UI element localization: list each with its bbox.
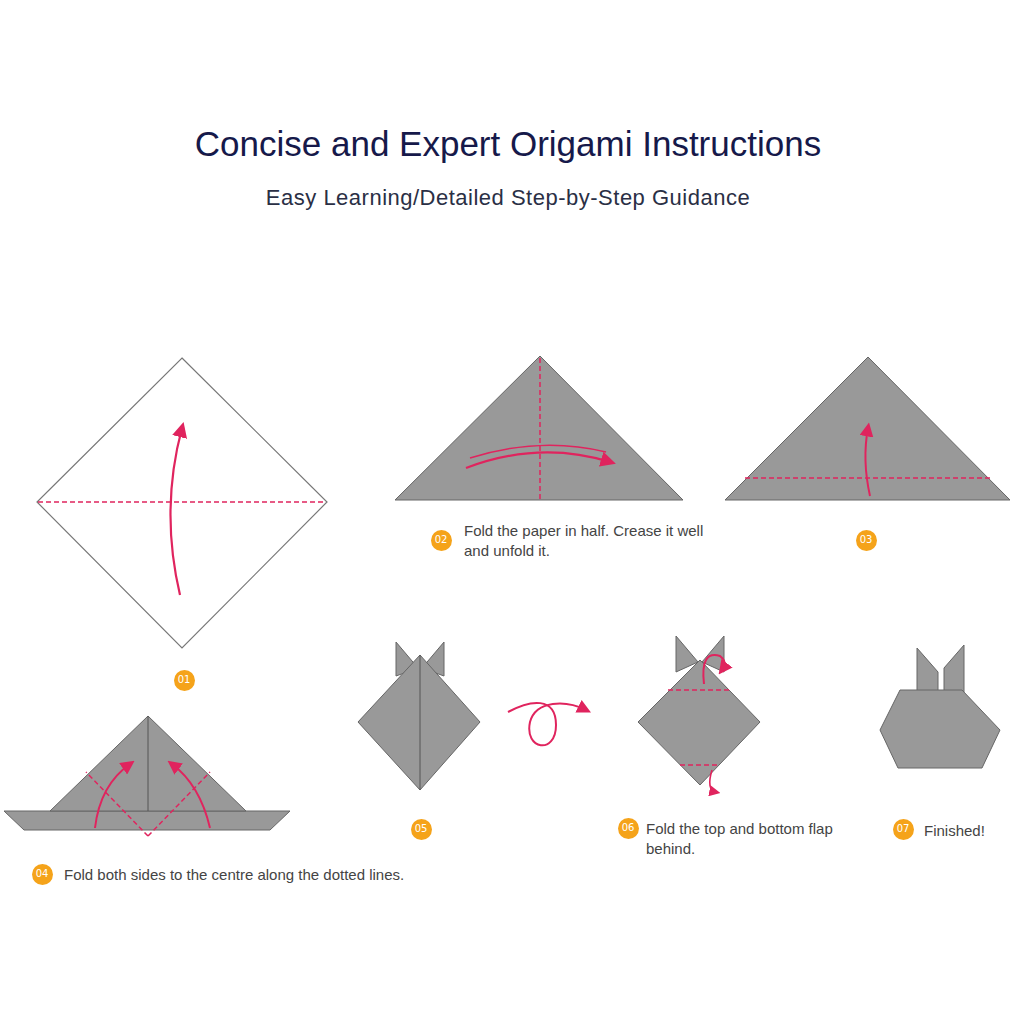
step-number-badge: 03 bbox=[856, 530, 877, 551]
step-1-figure bbox=[37, 358, 327, 648]
turn-over-arrow bbox=[508, 703, 586, 745]
step-2-figure bbox=[395, 356, 683, 500]
step-number-badge: 02 bbox=[431, 530, 452, 551]
step-6-figure bbox=[638, 636, 760, 792]
step-number: 03 bbox=[860, 535, 873, 545]
step-number-badge: 07 bbox=[893, 819, 914, 840]
step-number: 04 bbox=[36, 869, 49, 879]
step-number: 07 bbox=[897, 824, 910, 834]
step-7-figure bbox=[880, 645, 1000, 768]
step-instruction: Fold both sides to the centre along the … bbox=[64, 865, 524, 885]
step-4-figure bbox=[4, 716, 290, 836]
subtitle: Easy Learning/Detailed Step-by-Step Guid… bbox=[0, 184, 1016, 213]
step-number-badge: 06 bbox=[618, 818, 639, 839]
title: Concise and Expert Origami Instructions bbox=[0, 124, 1016, 164]
step-instruction: Fold the top and bottom flap behind. bbox=[646, 819, 866, 858]
step-number: 05 bbox=[415, 824, 428, 834]
step-number-badge: 01 bbox=[174, 670, 195, 691]
step-number: 01 bbox=[178, 675, 191, 685]
step-number-badge: 04 bbox=[32, 864, 53, 885]
step-instruction: Fold the paper in half. Crease it well a… bbox=[464, 521, 714, 560]
step-number: 06 bbox=[622, 823, 635, 833]
step-number: 02 bbox=[435, 535, 448, 545]
step-5-figure bbox=[358, 642, 480, 790]
finished-label: Finished! bbox=[924, 821, 1012, 841]
step-number-badge: 05 bbox=[411, 819, 432, 840]
step-3-figure bbox=[725, 357, 1010, 500]
